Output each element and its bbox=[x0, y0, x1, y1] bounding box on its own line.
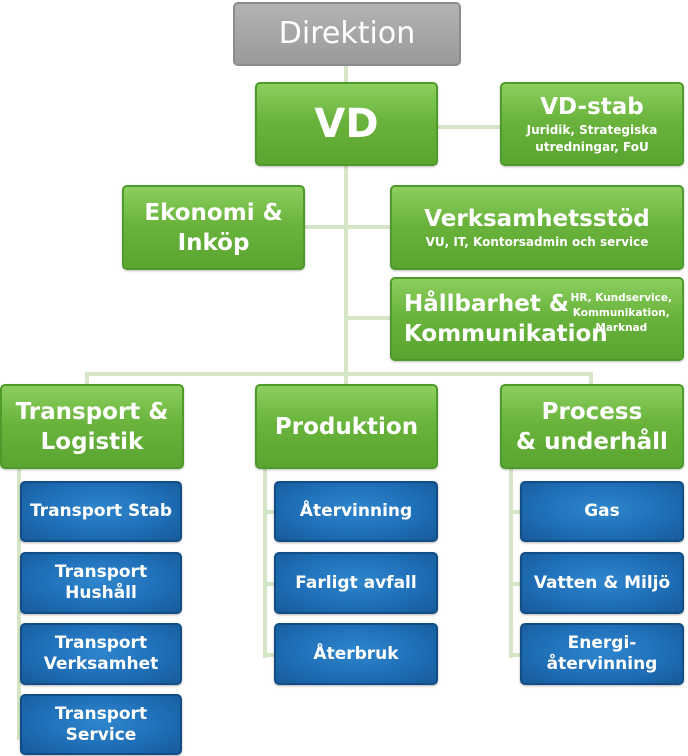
unit-transport-stab: Transport Stab bbox=[20, 481, 182, 542]
vd-stab-description: Juridik, Strategiska utredningar, FoU bbox=[526, 123, 658, 154]
hallbarhet-label: Hållbarhet & Kommunikation bbox=[404, 291, 608, 347]
connector-unit-3-3 bbox=[509, 653, 521, 657]
connector-units-2 bbox=[263, 468, 267, 658]
unit-transport-service: Transport Service bbox=[20, 694, 182, 755]
unit-label: Transport Verksamhet bbox=[43, 633, 159, 674]
unit-label: Transport Stab bbox=[29, 501, 173, 521]
connector-unit-1-3 bbox=[17, 653, 22, 657]
connector-unit-1-4 bbox=[17, 723, 22, 727]
unit-label: Energi- återvinning bbox=[546, 633, 658, 674]
ekonomi-box: Ekonomi & Inköp bbox=[122, 185, 305, 270]
connector-ekonomi bbox=[303, 225, 346, 229]
unit-transport-verksamhet: Transport Verksamhet bbox=[20, 623, 182, 685]
direktion-label: Direktion bbox=[278, 16, 416, 51]
division-label: Produktion bbox=[274, 413, 419, 440]
unit-label: Vatten & Miljö bbox=[533, 572, 671, 593]
verksamhetsstod-box: Verksamhetsstöd VU, IT, Kontorsadmin och… bbox=[390, 185, 684, 270]
ekonomi-label: Ekonomi & Inköp bbox=[144, 199, 283, 256]
vd-stab-box: VD-stab Juridik, Strategiska utredningar… bbox=[500, 82, 684, 166]
vd-box: VD bbox=[255, 82, 438, 166]
connector-unit-1-2 bbox=[17, 582, 22, 586]
hallbarhet-box: Hållbarhet & Kommunikation HR, Kundservi… bbox=[390, 277, 684, 361]
connector-main-vertical bbox=[344, 163, 348, 375]
vd-stab-label: VD-stab bbox=[540, 94, 644, 120]
division-process-underhall: Process & underhåll bbox=[500, 384, 684, 469]
connector-unit-2-2 bbox=[263, 582, 275, 586]
connector-division-3 bbox=[589, 372, 593, 388]
unit-gas: Gas bbox=[520, 481, 684, 542]
connector-division-2 bbox=[344, 372, 348, 388]
connector-verksamhetsstod bbox=[346, 225, 392, 229]
connector-units-3 bbox=[509, 468, 513, 658]
unit-label: Transport Service bbox=[54, 703, 148, 745]
unit-energiatervinning: Energi- återvinning bbox=[520, 623, 684, 685]
verksamhetsstod-label: Verksamhetsstöd bbox=[424, 206, 650, 232]
connector-unit-2-1 bbox=[263, 510, 275, 514]
direktion-box: Direktion bbox=[233, 2, 461, 66]
connector-unit-3-2 bbox=[509, 582, 521, 586]
connector-units-1 bbox=[17, 468, 21, 740]
unit-transport-hushall: Transport Hushåll bbox=[20, 552, 182, 614]
vd-label: VD bbox=[314, 101, 379, 147]
unit-label: Farligt avfall bbox=[295, 572, 417, 593]
division-label: Process & underhåll bbox=[516, 398, 668, 455]
unit-label: Transport Hushåll bbox=[54, 562, 148, 603]
division-transport-logistik: Transport & Logistik bbox=[0, 384, 184, 469]
connector-divisions-horizontal bbox=[85, 372, 593, 376]
unit-atervinning: Återvinning bbox=[274, 481, 438, 542]
unit-label: Återvinning bbox=[299, 501, 413, 521]
connector-division-1 bbox=[85, 372, 89, 388]
connector-hallbarhet bbox=[346, 316, 392, 320]
connector-vd-stab bbox=[436, 125, 502, 129]
unit-vatten-miljo: Vatten & Miljö bbox=[520, 552, 684, 614]
hallbarhet-description: HR, Kundservice, Kommunikation, Marknad bbox=[570, 292, 672, 334]
verksamhetsstod-description: VU, IT, Kontorsadmin och service bbox=[425, 235, 649, 249]
unit-aterbruk: Återbruk bbox=[274, 623, 438, 685]
connector-direktion-vd bbox=[344, 64, 348, 84]
unit-farligt-avfall: Farligt avfall bbox=[274, 552, 438, 614]
unit-label: Återbruk bbox=[313, 643, 399, 664]
connector-unit-2-3 bbox=[263, 653, 275, 657]
division-label: Transport & Logistik bbox=[15, 398, 169, 455]
division-produktion: Produktion bbox=[255, 384, 438, 469]
unit-label: Gas bbox=[584, 501, 620, 521]
connector-unit-3-1 bbox=[509, 510, 521, 514]
connector-unit-1-1 bbox=[17, 510, 22, 514]
